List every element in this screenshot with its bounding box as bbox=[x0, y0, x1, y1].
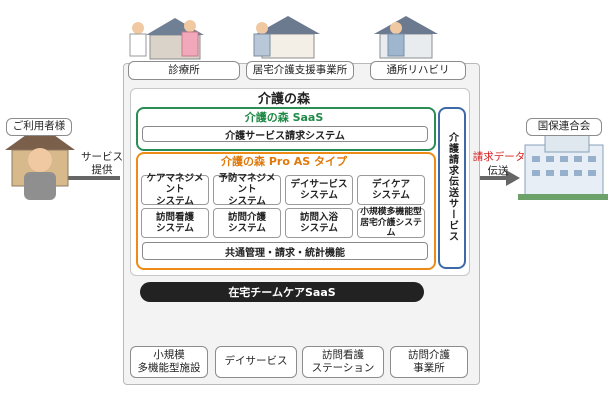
system-home-care: 訪問介護 システム bbox=[213, 208, 281, 238]
insurer-building-illustration bbox=[518, 131, 608, 200]
system-home-nursing: 訪問看護 システム bbox=[141, 208, 209, 238]
system-prevention-management: 予防マネジメント システム bbox=[213, 173, 281, 207]
shared-functions-bar: 共通管理・請求・統計機能 bbox=[142, 242, 428, 260]
top-facility-care-support: 居宅介護支援事業所 bbox=[246, 61, 354, 80]
transmission-service-box bbox=[438, 107, 466, 269]
service-provision-label: サービス 提供 bbox=[81, 151, 123, 176]
system-day-care: デイケア システム bbox=[357, 175, 425, 205]
care-support-illustration bbox=[253, 16, 320, 59]
system-day-service: デイサービス システム bbox=[285, 175, 353, 205]
bottom-facility-home-nursing-station: 訪問看護 ステーション bbox=[302, 346, 384, 378]
system-care-management: ケアマネジメント システム bbox=[141, 173, 209, 207]
billing-arrow-head bbox=[506, 170, 520, 186]
bottom-facility-day-service: デイサービス bbox=[215, 346, 297, 378]
insurer-label: 国保連合会 bbox=[526, 118, 602, 136]
bottom-facility-home-care-office: 訪問介護 事業所 bbox=[390, 346, 468, 378]
system-small-multifunction: 小規模多機能型 居宅介護システム bbox=[357, 207, 425, 238]
transmission-service-label: 介護請求伝送サービス bbox=[446, 132, 458, 242]
clinic-illustration bbox=[129, 18, 204, 60]
platform-title: 介護の森 bbox=[257, 91, 310, 107]
top-facility-rehab: 通所リハビリ bbox=[370, 61, 466, 80]
user-house-illustration bbox=[5, 125, 75, 200]
system-home-bathing: 訪問入浴 システム bbox=[285, 208, 353, 238]
pro-as-title: 介護の森 Pro AS タイプ bbox=[221, 155, 347, 168]
team-care-bar: 在宅チームケアSaaS bbox=[140, 282, 424, 302]
saas-billing-system: 介護サービス請求システム bbox=[142, 126, 428, 142]
billing-data-label: 請求データ bbox=[472, 150, 526, 163]
bottom-facility-small-multifunction: 小規模 多機能型施設 bbox=[130, 346, 208, 378]
saas-title: 介護の森 SaaS bbox=[244, 111, 324, 124]
user-label: ご利用者様 bbox=[6, 118, 72, 136]
top-facility-clinic: 診療所 bbox=[128, 61, 240, 80]
rehab-illustration bbox=[374, 16, 438, 59]
transmit-label: 伝送 bbox=[487, 164, 509, 177]
